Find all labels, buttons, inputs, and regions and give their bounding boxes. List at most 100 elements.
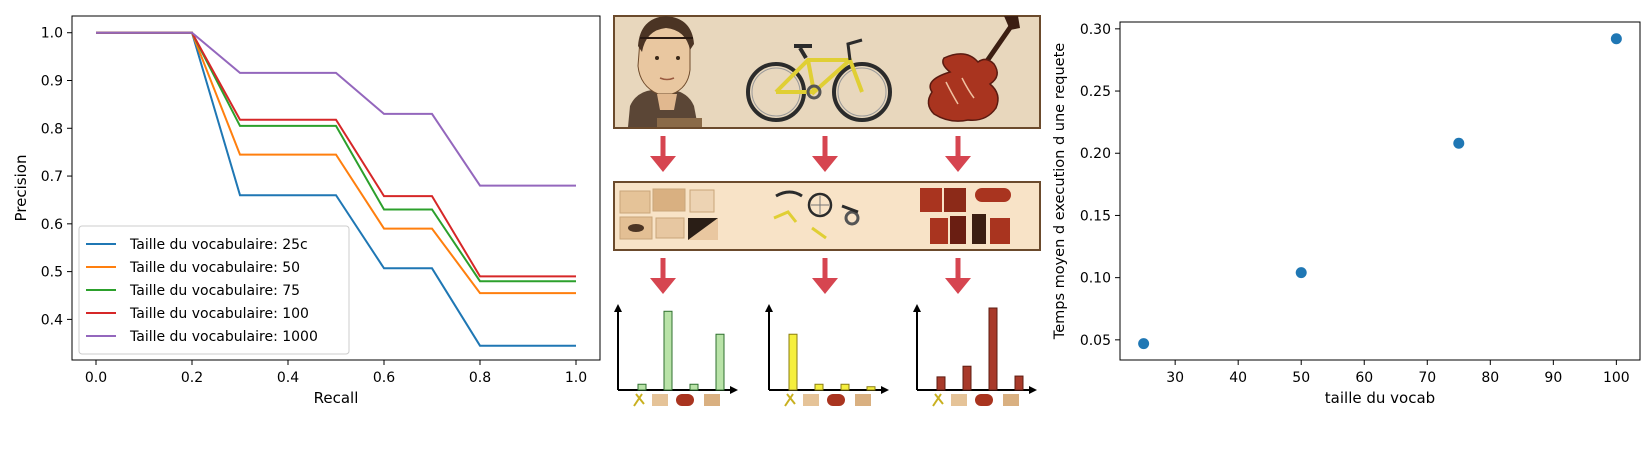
violin-patches <box>920 188 1011 244</box>
violin-patch-icon <box>827 394 845 406</box>
histogram-bar <box>840 383 850 391</box>
pr-x-tick-label: 0.0 <box>85 370 107 386</box>
eye-patch-icon <box>704 394 720 406</box>
pr-x-tick-label: 0.2 <box>181 370 203 386</box>
pr-x-tick-label: 0.6 <box>373 370 395 386</box>
pr-x-tick-label: 0.4 <box>277 370 299 386</box>
histogram-codeword-icons <box>932 393 1019 407</box>
sc-y-tick-label: 0.20 <box>1080 146 1111 162</box>
pr-legend-label-1: Taille du vocabulaire: 25c <box>129 237 308 253</box>
portrait-image <box>628 16 702 127</box>
sc-points <box>1138 33 1622 350</box>
histogram-bar <box>637 383 647 391</box>
pr-y-tick-label: 0.8 <box>41 121 63 137</box>
eye-patch-icon <box>855 394 871 406</box>
histograms <box>614 304 1037 407</box>
histogram-bar <box>715 333 725 391</box>
histogram-bar <box>1014 375 1024 391</box>
pr-series-line-5 <box>96 31 576 187</box>
pr-y-tick-label: 0.6 <box>41 217 63 233</box>
sc-x-tick-label: 90 <box>1544 370 1562 386</box>
pr-series-lines <box>96 31 576 347</box>
sc-point-2 <box>1295 267 1307 279</box>
histogram-bar <box>962 365 972 391</box>
violin-patch-icon <box>676 394 694 406</box>
histogram-bar <box>866 386 876 391</box>
pr-y-tick-label: 0.7 <box>41 169 63 185</box>
histogram-bar <box>988 307 998 391</box>
pr-y-tick-label: 1.0 <box>41 26 63 42</box>
bicycle-patches <box>773 190 860 240</box>
histogram-codeword-icons <box>784 393 871 407</box>
pr-x-tick-label: 0.8 <box>469 370 491 386</box>
violin-image <box>927 16 1020 122</box>
pr-x-tick-label: 1.0 <box>565 370 587 386</box>
sc-y-axis-label: Temps moyen d execution d une requete <box>1052 43 1068 340</box>
histogram-1 <box>614 304 738 407</box>
pr-x-ticks: 0.0 0.2 0.4 0.6 0.8 1.0 <box>85 360 587 386</box>
pr-legend-label-5: Taille du vocabulaire: 1000 <box>129 329 318 345</box>
histogram-bar <box>936 376 946 391</box>
pr-y-tick-label: 0.9 <box>41 74 63 90</box>
pr-y-ticks: 0.4 0.5 0.6 0.7 0.8 0.9 1.0 <box>41 26 72 328</box>
histogram-x-arrowhead <box>1029 386 1037 394</box>
histogram-3 <box>913 304 1037 407</box>
bicycle-patch-icon <box>784 393 796 407</box>
sc-y-tick-label: 0.05 <box>1080 333 1111 349</box>
pr-x-axis-label: Recall <box>314 389 359 407</box>
histogram-x-arrowhead <box>881 386 889 394</box>
histogram-bar <box>689 383 699 391</box>
sc-y-tick-label: 0.10 <box>1080 271 1111 287</box>
pr-y-tick-label: 0.4 <box>41 312 63 328</box>
pr-legend-label-2: Taille du vocabulaire: 50 <box>129 260 300 276</box>
sc-plot-area <box>1119 21 1641 361</box>
portrait-patches <box>619 188 718 240</box>
bicycle-patch-icon <box>633 393 645 407</box>
pr-legend-label-4: Taille du vocabulaire: 100 <box>129 306 309 322</box>
histogram-y-arrowhead <box>765 304 773 312</box>
sc-point-1 <box>1138 338 1150 350</box>
arrows-row-1 <box>650 136 971 172</box>
histogram-y-arrowhead <box>614 304 622 312</box>
sc-x-axis-label: taille du vocab <box>1325 389 1435 407</box>
sc-point-3 <box>1453 137 1465 149</box>
histogram-bar <box>663 310 673 391</box>
sc-y-tick-label: 0.15 <box>1080 208 1111 224</box>
sc-x-tick-label: 30 <box>1166 370 1184 386</box>
bag-of-words-diagram <box>613 15 1041 407</box>
portrait-patch-icon <box>803 394 819 406</box>
histogram-x-arrowhead <box>730 386 738 394</box>
sc-x-tick-label: 70 <box>1418 370 1436 386</box>
sc-point-4 <box>1610 33 1622 45</box>
portrait-patch-icon <box>652 394 668 406</box>
sc-y-ticks: 0.05 0.10 0.15 0.20 0.25 0.30 <box>1080 22 1120 349</box>
sc-x-tick-label: 50 <box>1292 370 1310 386</box>
histogram-bar <box>814 383 824 391</box>
precision-recall-chart: 0.0 0.2 0.4 0.6 0.8 1.0 0.4 0.5 0.6 0.7 0.8 0.9 1.0… <box>12 15 601 407</box>
pr-legend-label-3: Taille du vocabulaire: 75 <box>129 283 300 299</box>
sc-x-tick-label: 60 <box>1355 370 1373 386</box>
histogram-2 <box>765 304 889 407</box>
eye-patch-icon <box>1003 394 1019 406</box>
sc-y-tick-label: 0.30 <box>1080 22 1111 38</box>
histogram-codeword-icons <box>633 393 720 407</box>
pr-y-axis-label: Precision <box>12 155 30 222</box>
pr-legend-box <box>78 225 350 355</box>
pr-y-tick-label: 0.5 <box>41 265 63 281</box>
bicycle-image <box>746 38 892 122</box>
sc-x-tick-label: 100 <box>1603 370 1630 386</box>
histogram-bar <box>788 333 798 391</box>
histogram-y-arrowhead <box>913 304 921 312</box>
bicycle-patch-icon <box>932 393 944 407</box>
sc-x-tick-label: 40 <box>1229 370 1247 386</box>
portrait-patch-icon <box>951 394 967 406</box>
violin-patch-icon <box>975 394 993 406</box>
sc-y-tick-label: 0.25 <box>1080 84 1111 100</box>
arrows-row-2 <box>650 258 971 294</box>
